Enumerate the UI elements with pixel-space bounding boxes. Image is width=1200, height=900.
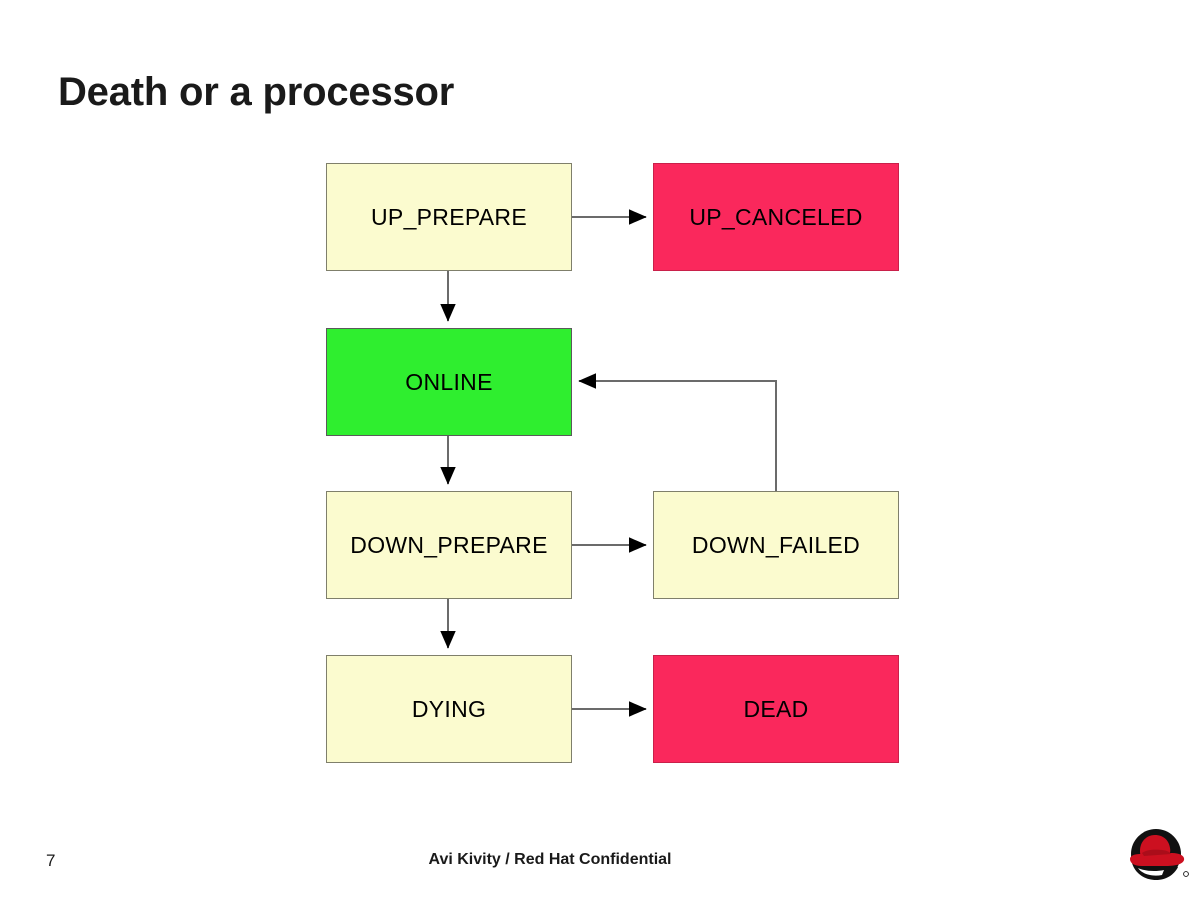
state-node-label: ONLINE: [405, 368, 493, 395]
slide-page-number: 7: [46, 851, 56, 870]
state-node-label: DYING: [411, 695, 487, 722]
state-node-label: DEAD: [743, 695, 809, 722]
state-node-down-failed[interactable]: DOWN_FAILED: [653, 491, 899, 599]
state-node-dying[interactable]: DYING: [326, 655, 572, 763]
footer-confidentiality-note: Avi Kivity / Red Hat Confidential: [428, 851, 672, 868]
red-hat-shadowman-logo-icon: [1122, 826, 1192, 884]
edge-down-failed-to-online: [578, 373, 777, 491]
state-node-online[interactable]: ONLINE: [326, 328, 572, 436]
state-node-up-prepare[interactable]: UP_PREPARE: [326, 163, 572, 271]
state-node-label: UP_CANCELED: [689, 203, 863, 230]
state-node-up-canceled[interactable]: UP_CANCELED: [653, 163, 899, 271]
state-node-label: UP_PREPARE: [371, 203, 527, 230]
page-title: Death or a processor: [58, 70, 455, 114]
state-node-dead[interactable]: DEAD: [653, 655, 899, 763]
state-node-label: DOWN_FAILED: [691, 531, 861, 558]
state-node-down-prepare[interactable]: DOWN_PREPARE: [326, 491, 572, 599]
state-node-label: DOWN_PREPARE: [350, 531, 548, 558]
